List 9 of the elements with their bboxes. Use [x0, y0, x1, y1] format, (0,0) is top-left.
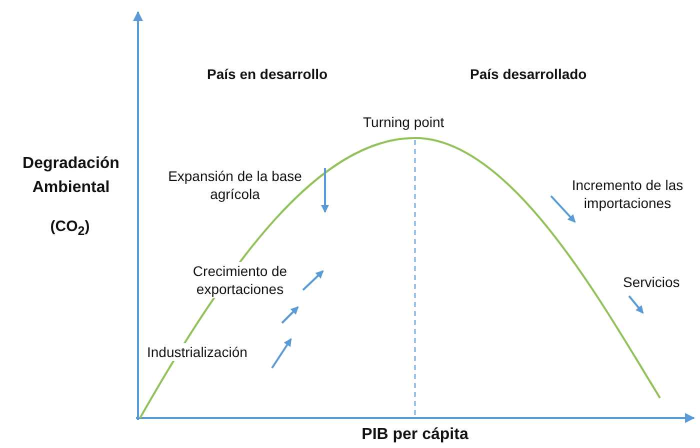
region-label: País en desarrollo [207, 65, 329, 83]
stage-label: Servicios [623, 273, 681, 291]
axis-title: PIB per cápita [360, 426, 470, 444]
turning-point-label: Turning point [363, 113, 446, 131]
stage-label: Expansión de la base agrícola [167, 167, 303, 203]
stage-label: Incremento de las importaciones [570, 176, 684, 212]
region-label: País desarrollado [470, 65, 588, 83]
axis-title: Degradación Ambiental [22, 154, 120, 198]
axis-unit: (CO$_{2}$) [49, 218, 91, 240]
